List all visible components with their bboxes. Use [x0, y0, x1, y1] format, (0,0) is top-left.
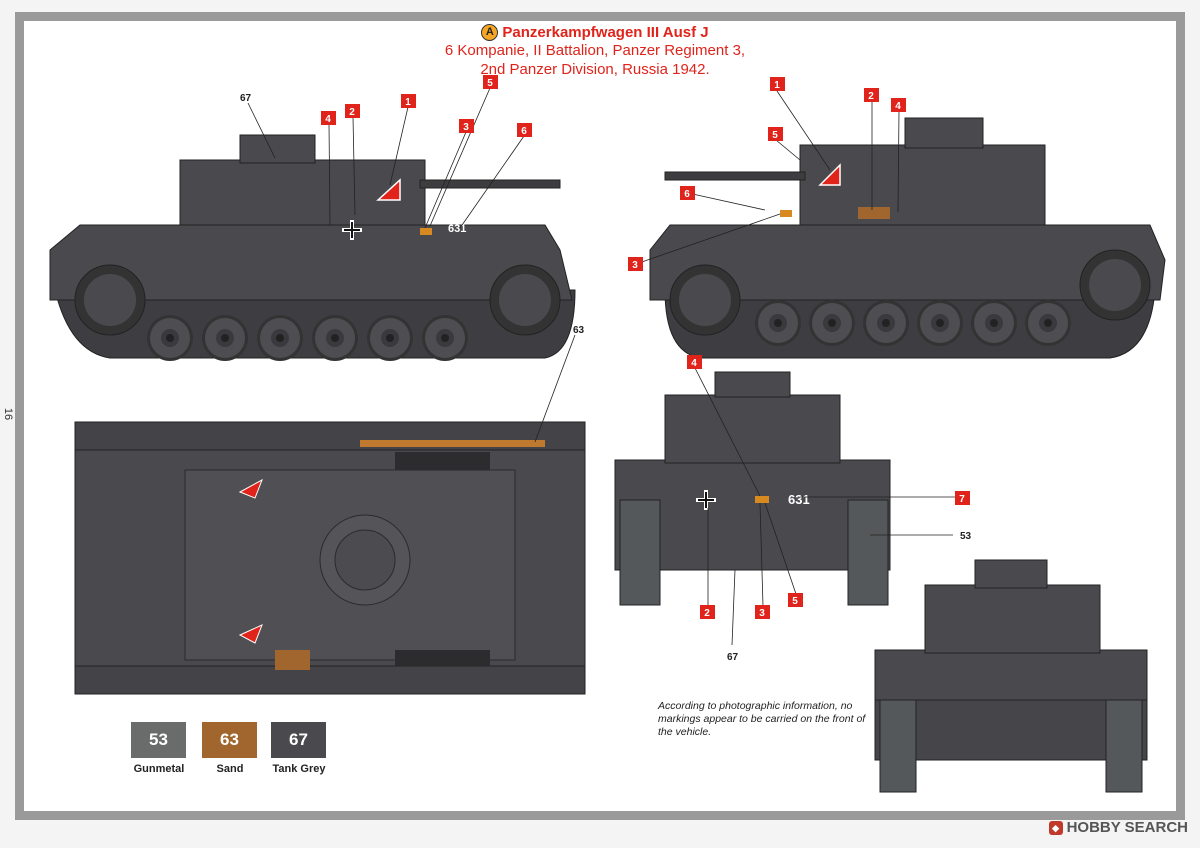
title-block: A Panzerkampfwagen III Ausf J 6 Kompanie…: [395, 24, 795, 79]
svg-text:2: 2: [349, 107, 355, 118]
svg-text:5: 5: [772, 130, 778, 141]
svg-text:6: 6: [684, 189, 690, 200]
swatch-label-sand: Sand: [216, 763, 244, 775]
svg-text:4: 4: [325, 114, 331, 125]
vehicle-title: Panzerkampfwagen III Ausf J: [502, 24, 709, 41]
svg-text:6: 6: [521, 126, 527, 137]
swatch-sand: 63: [202, 722, 257, 758]
svg-text:631: 631: [760, 207, 778, 219]
svg-text:3: 3: [759, 608, 765, 619]
swatch-gunmetal: 53: [131, 722, 186, 758]
swatch-label-tank-grey: Tank Grey: [272, 763, 326, 775]
decal-marker-boxes: 4 2 1 5 3 6 1 2 4 5 6 3 4 7 2 3 5: [321, 75, 970, 619]
swatch-label-gunmetal: Gunmetal: [133, 763, 185, 775]
title-main-line: A Panzerkampfwagen III Ausf J: [395, 24, 795, 41]
svg-text:2: 2: [868, 91, 874, 102]
svg-text:3: 3: [463, 122, 469, 133]
paint-callouts: 67 63 53 67: [240, 93, 972, 663]
svg-text:63: 63: [573, 325, 585, 336]
watermark-text: HOBBY SEARCH: [1066, 819, 1188, 836]
swatch-tank-grey: 67: [271, 722, 326, 758]
svg-text:631: 631: [788, 492, 810, 507]
svg-text:7: 7: [959, 494, 965, 505]
scheme-badge: A: [481, 24, 499, 41]
svg-text:67: 67: [727, 652, 739, 663]
leader-lines: [247, 87, 960, 646]
svg-text:67: 67: [240, 93, 252, 104]
svg-text:4: 4: [895, 101, 901, 112]
svg-text:3: 3: [632, 260, 638, 271]
svg-text:1: 1: [405, 97, 411, 108]
unit-line-2: 2nd Panzer Division, Russia 1942.: [480, 61, 710, 78]
top-view: [74, 421, 586, 695]
front-view: [874, 559, 1148, 793]
svg-text:5: 5: [487, 78, 493, 89]
svg-text:4: 4: [691, 358, 697, 369]
svg-text:53: 53: [960, 531, 972, 542]
right-side-view: 631: [649, 117, 1166, 359]
watermark: ◆ HOBBY SEARCH: [1048, 819, 1188, 836]
front-markings-note: According to photographic information, n…: [658, 700, 866, 738]
svg-text:1: 1: [774, 80, 780, 91]
svg-text:631: 631: [448, 223, 466, 235]
svg-text:5: 5: [792, 596, 798, 607]
svg-text:2: 2: [704, 608, 710, 619]
rear-view: 631: [614, 371, 891, 606]
left-side-view: 631: [49, 134, 576, 361]
unit-line-1: 6 Kompanie, II Battalion, Panzer Regimen…: [444, 42, 746, 59]
hobby-search-logo-icon: ◆: [1048, 820, 1063, 835]
